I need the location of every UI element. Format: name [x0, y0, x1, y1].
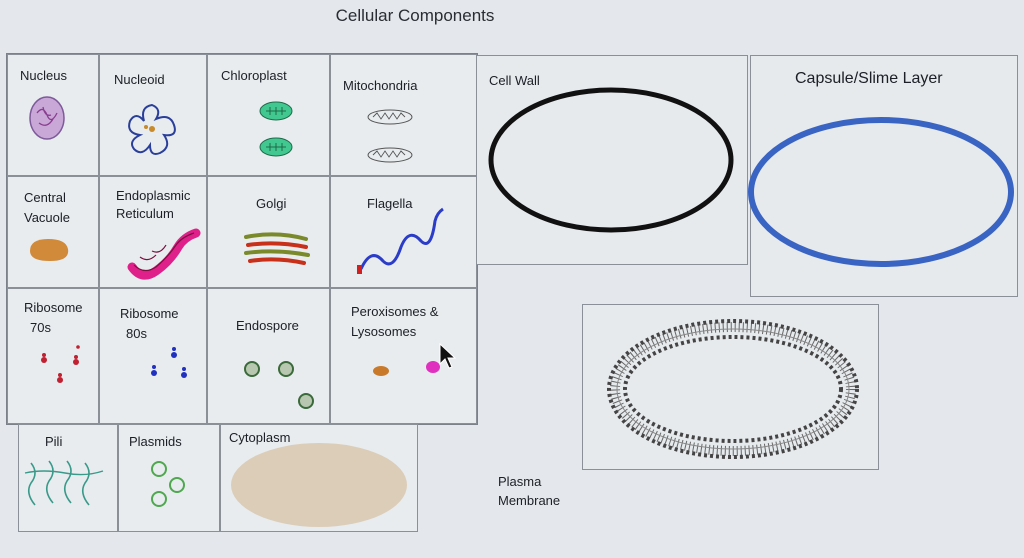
cell-endospore[interactable]: Endospore: [207, 288, 330, 424]
golgi-icon: [244, 232, 310, 265]
ribosome-80s-icon: [151, 347, 187, 378]
panel-capsule-slime-layer[interactable]: Capsule/Slime Layer: [748, 55, 1018, 297]
cell-endoplasmic-reticulum[interactable]: Endoplasmic Reticulum: [99, 176, 207, 288]
nucleus-label: Nucleus: [20, 68, 67, 83]
cell-chloroplast[interactable]: Chloroplast: [207, 54, 330, 176]
cell-ribosome-80s[interactable]: Ribosome 80s: [99, 288, 207, 424]
ribosome70-label-1: Ribosome: [24, 300, 83, 315]
pili-icon: [24, 460, 104, 506]
er-icon: [127, 228, 201, 280]
plasmid-icon: [151, 461, 185, 507]
perox-label-1: Peroxisomes &: [351, 304, 439, 319]
plasmids-label: Plasmids: [129, 434, 182, 449]
ribosome80-label-2: 80s: [126, 326, 147, 341]
plasma-membrane-label-2: Membrane: [498, 493, 561, 508]
flagella-label: Flagella: [367, 196, 413, 211]
cell-wall-label: Cell Wall: [489, 73, 540, 88]
page-title: Cellular Components: [335, 6, 495, 25]
golgi-label: Golgi: [256, 196, 287, 211]
cell-central-vacuole[interactable]: Central Vacuole: [7, 176, 99, 288]
ribosome-70s-icon: [41, 345, 80, 383]
ribosome70-label-2: 70s: [30, 320, 51, 335]
cell-nucleus[interactable]: Nucleus: [7, 54, 99, 176]
pili-label: Pili: [45, 434, 63, 449]
central-vacuole-icon: [30, 239, 69, 261]
plasma-membrane-bilayer-icon: [607, 319, 859, 459]
component-grid: Nucleus Nucleoid Chloroplast Mitochondri…: [6, 53, 478, 425]
capsule-ring-icon: [748, 117, 1014, 267]
cell-plasmids[interactable]: Plasmids: [118, 424, 220, 532]
ribosome80-label-1: Ribosome: [120, 306, 179, 321]
plasma-membrane-label-1: Plasma: [498, 474, 542, 489]
cell-flagella[interactable]: Flagella: [330, 176, 477, 288]
cytoplasm-icon: [231, 443, 407, 527]
mitochondria-label: Mitochondria: [343, 78, 418, 93]
cell-golgi[interactable]: Golgi: [207, 176, 330, 288]
panel-cell-wall[interactable]: Cell Wall: [476, 55, 748, 265]
peroxisome-lysosome-icon: [373, 361, 440, 376]
cell-wall-ring-icon: [488, 87, 734, 233]
cell-ribosome-70s[interactable]: Ribosome 70s: [7, 288, 99, 424]
er-label-1: Endoplasmic: [116, 188, 191, 203]
nucleoid-label: Nucleoid: [114, 72, 165, 87]
chloroplast-label: Chloroplast: [221, 68, 287, 83]
mitochondria-icon: [367, 109, 413, 163]
nucleus-icon: [29, 96, 65, 140]
capsule-label: Capsule/Slime Layer: [795, 70, 943, 87]
cell-nucleoid[interactable]: Nucleoid: [99, 54, 207, 176]
cytoplasm-label: Cytoplasm: [229, 430, 291, 445]
panel-plasma-membrane[interactable]: [582, 304, 879, 470]
central-vacuole-label-2: Vacuole: [24, 210, 71, 225]
cell-pili[interactable]: Pili: [18, 424, 118, 532]
arrow-cursor-icon: [439, 342, 457, 369]
cell-cytoplasm[interactable]: Cytoplasm: [220, 424, 418, 532]
flagella-icon: [357, 207, 444, 274]
cell-mitochondria[interactable]: Mitochondria: [330, 54, 477, 176]
nucleoid-icon: [128, 103, 176, 155]
perox-label-2: Lysosomes: [351, 324, 417, 339]
central-vacuole-label-1: Central: [24, 190, 66, 205]
endospore-icon: [244, 361, 314, 409]
chloroplast-icon: [259, 101, 293, 157]
er-label-2: Reticulum: [116, 206, 174, 221]
endospore-label: Endospore: [236, 318, 299, 333]
